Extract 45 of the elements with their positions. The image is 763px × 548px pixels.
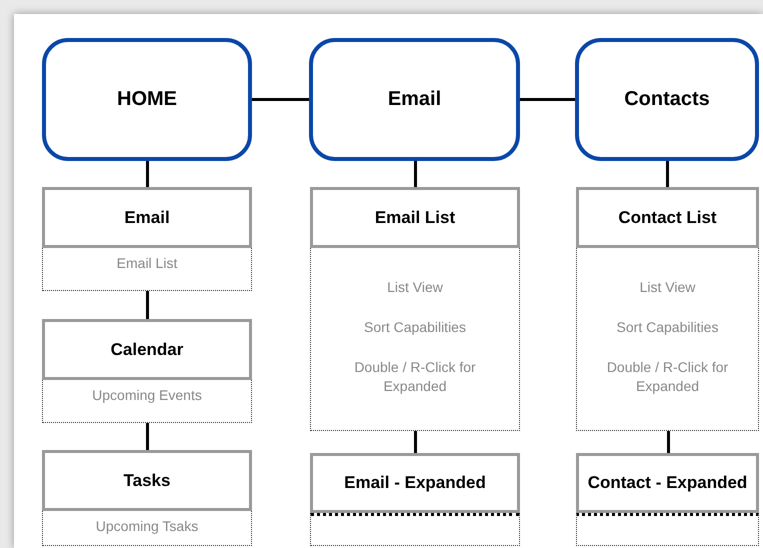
page-box (310, 187, 520, 248)
empty-box (576, 513, 759, 546)
detail-box (42, 380, 252, 423)
page-title: Contact List (618, 208, 717, 228)
section-title: Contacts (624, 88, 710, 111)
section-box (309, 38, 520, 161)
page-box (42, 319, 252, 380)
detail-text: Sort Capabilities (616, 318, 718, 337)
section-title: Email (388, 88, 442, 111)
connector-line (146, 161, 149, 187)
page-box (42, 187, 252, 248)
page-title: Contact - Expanded (588, 473, 748, 493)
detail-box (310, 248, 520, 431)
page-box (42, 450, 252, 511)
connector-line (414, 431, 417, 453)
detail-box (576, 248, 759, 431)
detail-text: Upcoming Events (92, 386, 202, 405)
connector-line (252, 98, 309, 101)
connector-line (667, 431, 670, 453)
page-title: Calendar (110, 340, 184, 360)
page-title: Email - Expanded (344, 473, 486, 493)
page-title: Email (124, 208, 170, 228)
connector-line (666, 161, 669, 187)
page-title: Tasks (124, 470, 170, 490)
page-box (310, 453, 520, 513)
detail-box (42, 248, 252, 291)
connector-line (520, 98, 575, 101)
connector-line (146, 291, 149, 319)
empty-box (310, 513, 520, 546)
detail-text: Sort Capabilities (364, 318, 466, 337)
detail-box (42, 511, 252, 546)
connector-line (414, 161, 417, 187)
detail-text: Double / R-Click for Expanded (353, 358, 477, 396)
connector-line (146, 423, 149, 450)
section-box (42, 38, 252, 161)
section-title: HOME (117, 88, 177, 111)
detail-text: Upcoming Tsaks (96, 517, 198, 536)
detail-text: Double / R-Click for Expanded (606, 358, 730, 396)
section-box (575, 38, 759, 161)
page-title: Email List (374, 208, 456, 228)
detail-text: List View (640, 278, 696, 297)
detail-text: List View (387, 278, 443, 297)
detail-text: Email List (116, 254, 178, 273)
page-box (576, 453, 759, 513)
page-box (576, 187, 759, 248)
